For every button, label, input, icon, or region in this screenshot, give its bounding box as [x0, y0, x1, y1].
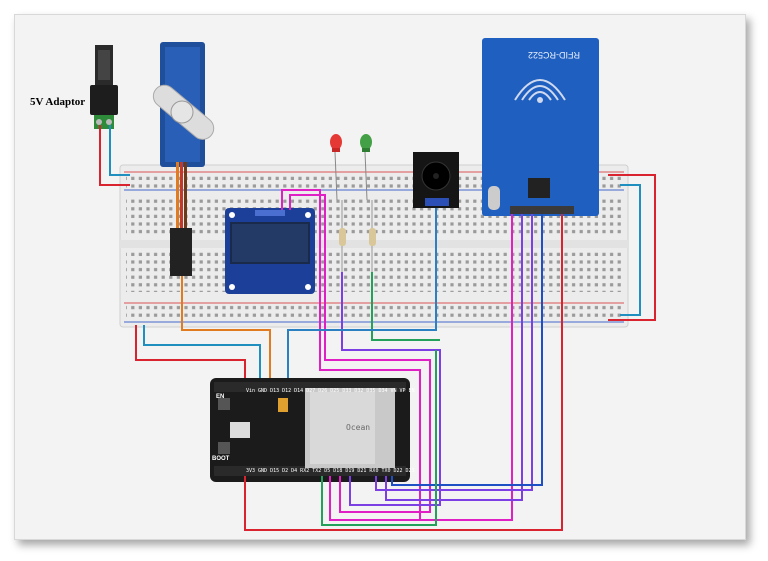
wire-rfid-sda: [400, 214, 513, 521]
green-led: [360, 134, 372, 201]
wire-servo: [181, 276, 271, 378]
esp32-top-pin-labels: Vin GND D13 D12 D14 D27 D26 D25 D33 D32 …: [246, 388, 415, 394]
wire-rfid-3v3: [244, 214, 563, 531]
wire-adaptor-gnd: [109, 125, 130, 176]
wire-rail-gnd: [620, 184, 641, 316]
wire-adaptor-vcc: [99, 125, 130, 186]
esp32-module-brand: Ocean: [346, 423, 370, 432]
red-led: [330, 134, 342, 201]
rfid-module: [482, 38, 599, 216]
esp32-boot-label: BOOT: [212, 456, 230, 462]
wires: [99, 125, 656, 531]
resistor-1: [339, 200, 346, 272]
wire-green: [321, 350, 437, 526]
adaptor-label: 5V Adaptor: [30, 96, 85, 108]
wire-oled-sda: [281, 189, 421, 521]
wire-rfid-miso: [391, 214, 543, 486]
wire-3v3: [135, 325, 246, 378]
power-adaptor: [90, 45, 118, 129]
wire-led-green: [371, 272, 440, 341]
buzzer: [413, 152, 459, 208]
resistor-2: [369, 200, 376, 272]
wire-oled-scl: [289, 194, 431, 513]
servo-motor: [152, 42, 215, 276]
esp32-board: [210, 378, 410, 482]
wire-gnd: [143, 325, 261, 378]
oled-display: [225, 208, 315, 294]
esp32-en-label: EN: [216, 394, 224, 400]
rfid-label: RFID-RC522: [528, 50, 580, 60]
wire-rfid-mosi: [375, 214, 533, 491]
wire-led-red: [341, 272, 441, 506]
wire-buzzer: [287, 208, 437, 378]
wire-rfid-sck: [385, 214, 523, 501]
wire-rail-vcc: [608, 174, 656, 321]
esp32-bottom-pin-labels: 3V3 GND D15 D2 D4 RX2 TX2 D5 D18 D19 D21…: [246, 468, 415, 474]
